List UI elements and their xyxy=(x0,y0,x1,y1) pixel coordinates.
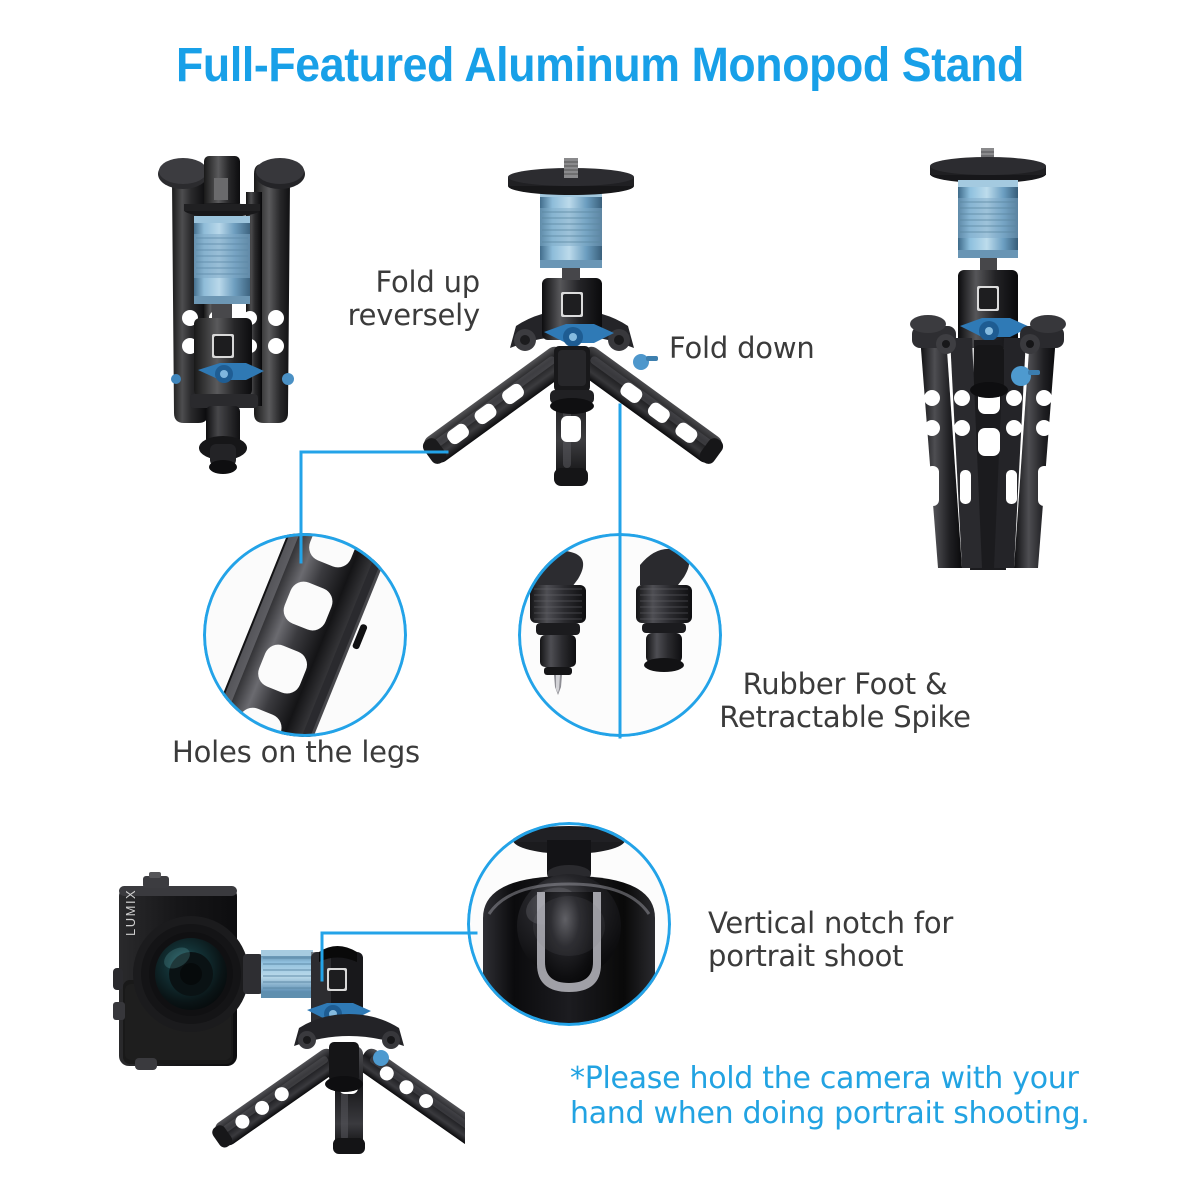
zoom-circle-rubber-foot-spike xyxy=(518,533,722,737)
product-tripod-folded-up-reversely xyxy=(128,138,338,498)
page-title: Full-Featured Aluminum Monopod Stand xyxy=(176,39,1024,92)
label-fold-down: Fold down xyxy=(669,331,815,365)
label-holes-on-legs: Holes on the legs xyxy=(172,735,420,769)
label-fold-up-reversely: Fold up reversely xyxy=(347,265,481,333)
product-tripod-folded-down xyxy=(888,140,1088,580)
svg-text:LUMIX: LUMIX xyxy=(123,889,138,936)
product-camera-on-tripod-portrait: LUMIX xyxy=(105,862,486,1162)
disclaimer-text: *Please hold the camera with your hand w… xyxy=(570,1061,1090,1131)
label-vertical-notch: Vertical notch for portrait shoot xyxy=(708,906,954,974)
label-rubber-foot-spike: Rubber Foot & Retractable Spike xyxy=(719,667,971,735)
zoom-circle-vertical-notch xyxy=(467,822,671,1026)
product-tripod-legs-open xyxy=(398,150,748,540)
zoom-circle-leg-holes xyxy=(203,533,407,737)
